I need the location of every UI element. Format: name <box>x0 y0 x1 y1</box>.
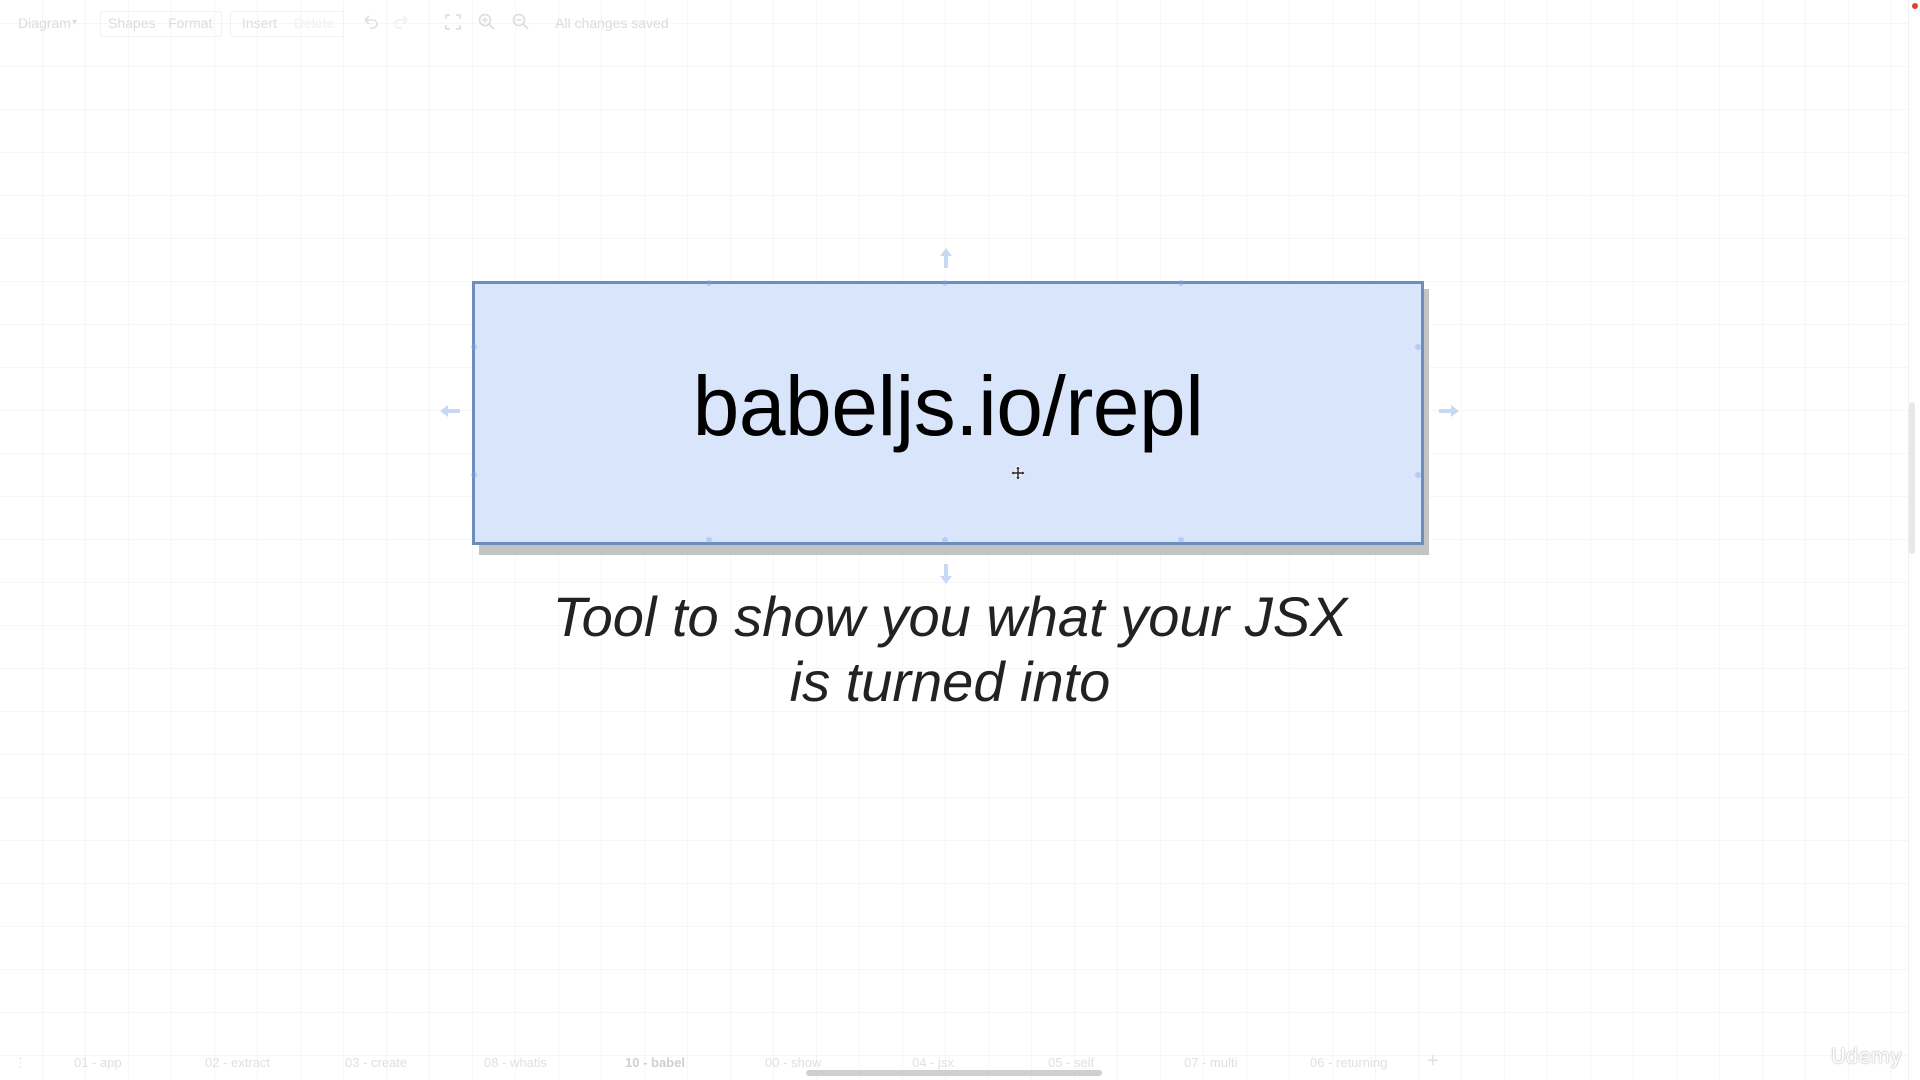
shape-label[interactable]: babeljs.io/repl <box>692 358 1204 453</box>
connection-point[interactable] <box>1415 472 1421 478</box>
page-tab[interactable]: 04 - jsx <box>912 1055 954 1070</box>
page-tab[interactable]: 01 - app <box>74 1055 122 1070</box>
vertical-scrollbar[interactable] <box>1909 402 1915 554</box>
arrow-down-icon[interactable] <box>937 562 955 586</box>
connection-point[interactable] <box>471 472 477 478</box>
connection-point[interactable] <box>1178 280 1184 286</box>
connection-point[interactable] <box>1415 344 1421 350</box>
chevron-down-icon: ▾ <box>72 17 78 28</box>
arrow-left-icon[interactable] <box>438 402 462 420</box>
insert-delete-group <box>230 11 344 37</box>
delete-button[interactable]: Delete <box>294 15 335 31</box>
rectangle-shape[interactable]: babeljs.io/repl <box>472 281 1424 545</box>
format-button[interactable]: Format <box>168 15 213 31</box>
page-tab[interactable]: 02 - extract <box>205 1055 271 1070</box>
page-tab[interactable]: 06 - returning <box>1310 1055 1388 1070</box>
zoom-out-icon[interactable] <box>511 12 531 32</box>
zoom-in-icon[interactable] <box>477 12 497 32</box>
page-tab[interactable]: 00 - show <box>765 1055 822 1070</box>
page-tab[interactable]: 07 - multi <box>1184 1055 1238 1070</box>
connection-point[interactable] <box>706 280 712 286</box>
connection-point[interactable] <box>942 280 948 286</box>
udemy-watermark: Udemy <box>1831 1044 1902 1068</box>
insert-button[interactable]: Insert <box>242 15 278 31</box>
page-tab[interactable]: 08 - whatis <box>484 1055 547 1070</box>
add-page-icon[interactable]: + <box>1427 1050 1439 1072</box>
caption-line-1: Tool to show you what your JSX <box>552 585 1348 648</box>
diagram-menu[interactable]: Diagram <box>18 15 71 31</box>
connection-point[interactable] <box>1178 537 1184 543</box>
move-cursor-icon <box>1010 465 1026 481</box>
caption-line-2: is turned into <box>789 650 1111 713</box>
horizontal-scrollbar[interactable] <box>806 1070 1102 1076</box>
pages-menu-icon[interactable]: ⋮ <box>14 1055 27 1070</box>
page-tab[interactable]: 05 - self <box>1048 1055 1095 1070</box>
connection-point[interactable] <box>471 344 477 350</box>
arrow-up-icon[interactable] <box>937 246 955 270</box>
connection-point[interactable] <box>706 537 712 543</box>
arrow-right-icon[interactable] <box>1437 402 1461 420</box>
caption-text[interactable]: Tool to show you what your JSX is turned… <box>470 584 1430 714</box>
page-tab[interactable]: 03 - create <box>345 1055 408 1070</box>
close-indicator-icon <box>1912 3 1918 9</box>
page-tab-active[interactable]: 10 - babel <box>625 1055 685 1070</box>
page-tabs: ⋮ 01 - app 02 - extract 03 - create 08 -… <box>0 1040 1440 1080</box>
toolbar: Diagram ▾ Shapes Format Insert Delete Al… <box>0 0 720 44</box>
format-panel-toggle[interactable] <box>100 11 222 37</box>
undo-icon[interactable] <box>360 12 380 32</box>
save-status: All changes saved <box>555 15 669 31</box>
shapes-button[interactable]: Shapes <box>108 15 156 31</box>
redo-icon[interactable] <box>392 12 412 32</box>
connection-point[interactable] <box>942 537 948 543</box>
fullscreen-icon[interactable] <box>443 12 463 32</box>
